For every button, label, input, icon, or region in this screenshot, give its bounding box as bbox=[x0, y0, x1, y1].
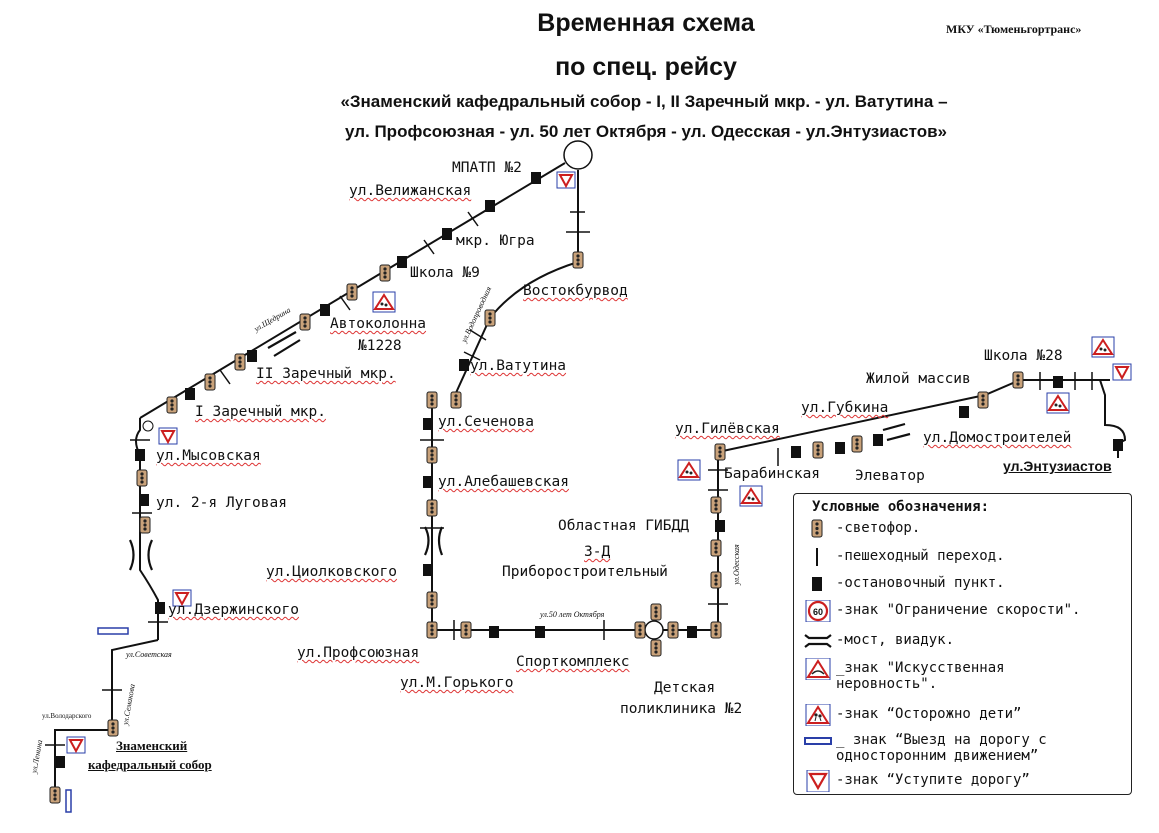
stop-profsoyuznaya: ул.Профсоюзная bbox=[297, 645, 420, 661]
speed-limit-value: 60 bbox=[813, 607, 823, 617]
legend-label: -знак “Уступите дорогу” bbox=[836, 772, 1030, 788]
stop-velizhanskaya: ул.Велижанская bbox=[349, 183, 472, 199]
yield-sign-icon bbox=[806, 770, 830, 792]
stop-stroiteley: ул.Домостроителей bbox=[923, 430, 1072, 446]
legend-label: -знак "Ограничение скорости". bbox=[836, 602, 1081, 618]
stop-vatutina: ул.Ватутина bbox=[470, 358, 567, 374]
stop-pribor-1: З-Д bbox=[584, 544, 611, 560]
bus-stop-icon bbox=[812, 577, 822, 591]
stop-barabinskaya: Барабинская bbox=[724, 466, 821, 482]
stop-mysovskaya: ул.Мысовская bbox=[156, 448, 261, 464]
street-sovetskaya: ул.Советская bbox=[126, 650, 172, 659]
stop-dzerzhinskogo: ул.Дзержинского bbox=[168, 602, 299, 618]
stop-gorkogo: ул.М.Горького bbox=[400, 675, 514, 691]
stop-massiv: Жилой массив bbox=[866, 371, 971, 387]
stop-gilevskaya: ул.Гилёвская bbox=[675, 421, 780, 437]
one-way-sign-icon bbox=[804, 737, 832, 745]
stop-avtokolonna-1: Автоколонна bbox=[330, 316, 427, 332]
legend-label: -светофор. bbox=[836, 520, 921, 536]
stop-znamensky-1: Знаменский bbox=[116, 738, 188, 753]
stop-vostokburvod: Востокбурвод bbox=[523, 283, 628, 299]
stop-detskaya-2: поликлиника №2 bbox=[620, 701, 743, 717]
legend-label: -пешеходный переход. bbox=[836, 548, 1005, 564]
route-line-1: «Знаменский кафедральный собор - I, II З… bbox=[340, 92, 948, 111]
title-line-2: по спец. рейсу bbox=[555, 53, 737, 81]
stop-school9: Школа №9 bbox=[410, 265, 480, 281]
stop-avtokolonna-2: №1228 bbox=[358, 338, 402, 354]
street-volodarskogo: ул.Володарского bbox=[42, 712, 92, 720]
bridge-icon bbox=[804, 634, 832, 648]
legend-label: -знак “Осторожно дети” bbox=[836, 706, 1022, 722]
stop-detskaya-1: Детская bbox=[654, 680, 716, 696]
stop-lugovaya: ул. 2-я Луговая bbox=[156, 495, 287, 511]
children-sign-icon bbox=[805, 704, 831, 726]
legend-label-line1: _знак "Искусственная bbox=[836, 660, 1005, 676]
stop-school28: Школа №28 bbox=[984, 348, 1063, 364]
stop-gubkina: ул.Губкина bbox=[801, 400, 889, 416]
legend-label-line1: _ знак “Выезд на дорогу с bbox=[836, 732, 1047, 748]
speed-bump-sign-icon bbox=[805, 658, 831, 680]
legend-label: -остановочный пункт. bbox=[836, 575, 1005, 591]
stop-znamensky-2: кафедральный собор bbox=[88, 757, 212, 772]
pedestrian-crossing-icon bbox=[816, 548, 818, 566]
stop-yugra: мкр. Югра bbox=[456, 233, 535, 249]
legend: Условные обозначения: -светофор. -пешехо… bbox=[793, 493, 1132, 795]
stop-pribor-2: Приборостроительный bbox=[502, 564, 668, 580]
legend-label-line2: неровность". bbox=[836, 676, 938, 692]
legend-label: -мост, виадук. bbox=[836, 632, 955, 648]
stop-sechenova: ул.Сеченова bbox=[438, 414, 535, 430]
stop-tsiolkovskogo: ул.Циолковского bbox=[266, 564, 397, 580]
traffic-light-icon bbox=[811, 519, 823, 538]
stop-mpatp: МПАТП №2 bbox=[452, 160, 522, 176]
legend-title: Условные обозначения: bbox=[812, 499, 990, 515]
stop-sportkompleks: Спорткомплекс bbox=[516, 654, 630, 670]
stop-gibdd: Областная ГИБДД bbox=[558, 518, 689, 534]
street-odesskaya: ул.Одесская bbox=[731, 544, 741, 585]
stop-zarechny-2: II Заречный мкр. bbox=[256, 366, 396, 382]
title-line-1: Временная схема bbox=[537, 9, 755, 37]
street-50let: ул.50 лет Октября bbox=[540, 610, 605, 619]
stop-zarechny-1: I Заречный мкр. bbox=[195, 404, 326, 420]
stop-alebashevskaya: ул.Алебашевская bbox=[438, 474, 569, 490]
organization: МКУ «Тюменьгортранс» bbox=[946, 22, 1082, 36]
stop-entuziastov: ул.Энтузиастов bbox=[1003, 458, 1112, 474]
stop-elevator: Элеватор bbox=[855, 468, 925, 484]
speed-limit-sign-icon: 60 bbox=[805, 600, 831, 622]
route-line-2: ул. Профсоюзная - ул. 50 лет Октября - у… bbox=[344, 122, 948, 141]
legend-label-line2: односторонним движением” bbox=[836, 748, 1039, 764]
